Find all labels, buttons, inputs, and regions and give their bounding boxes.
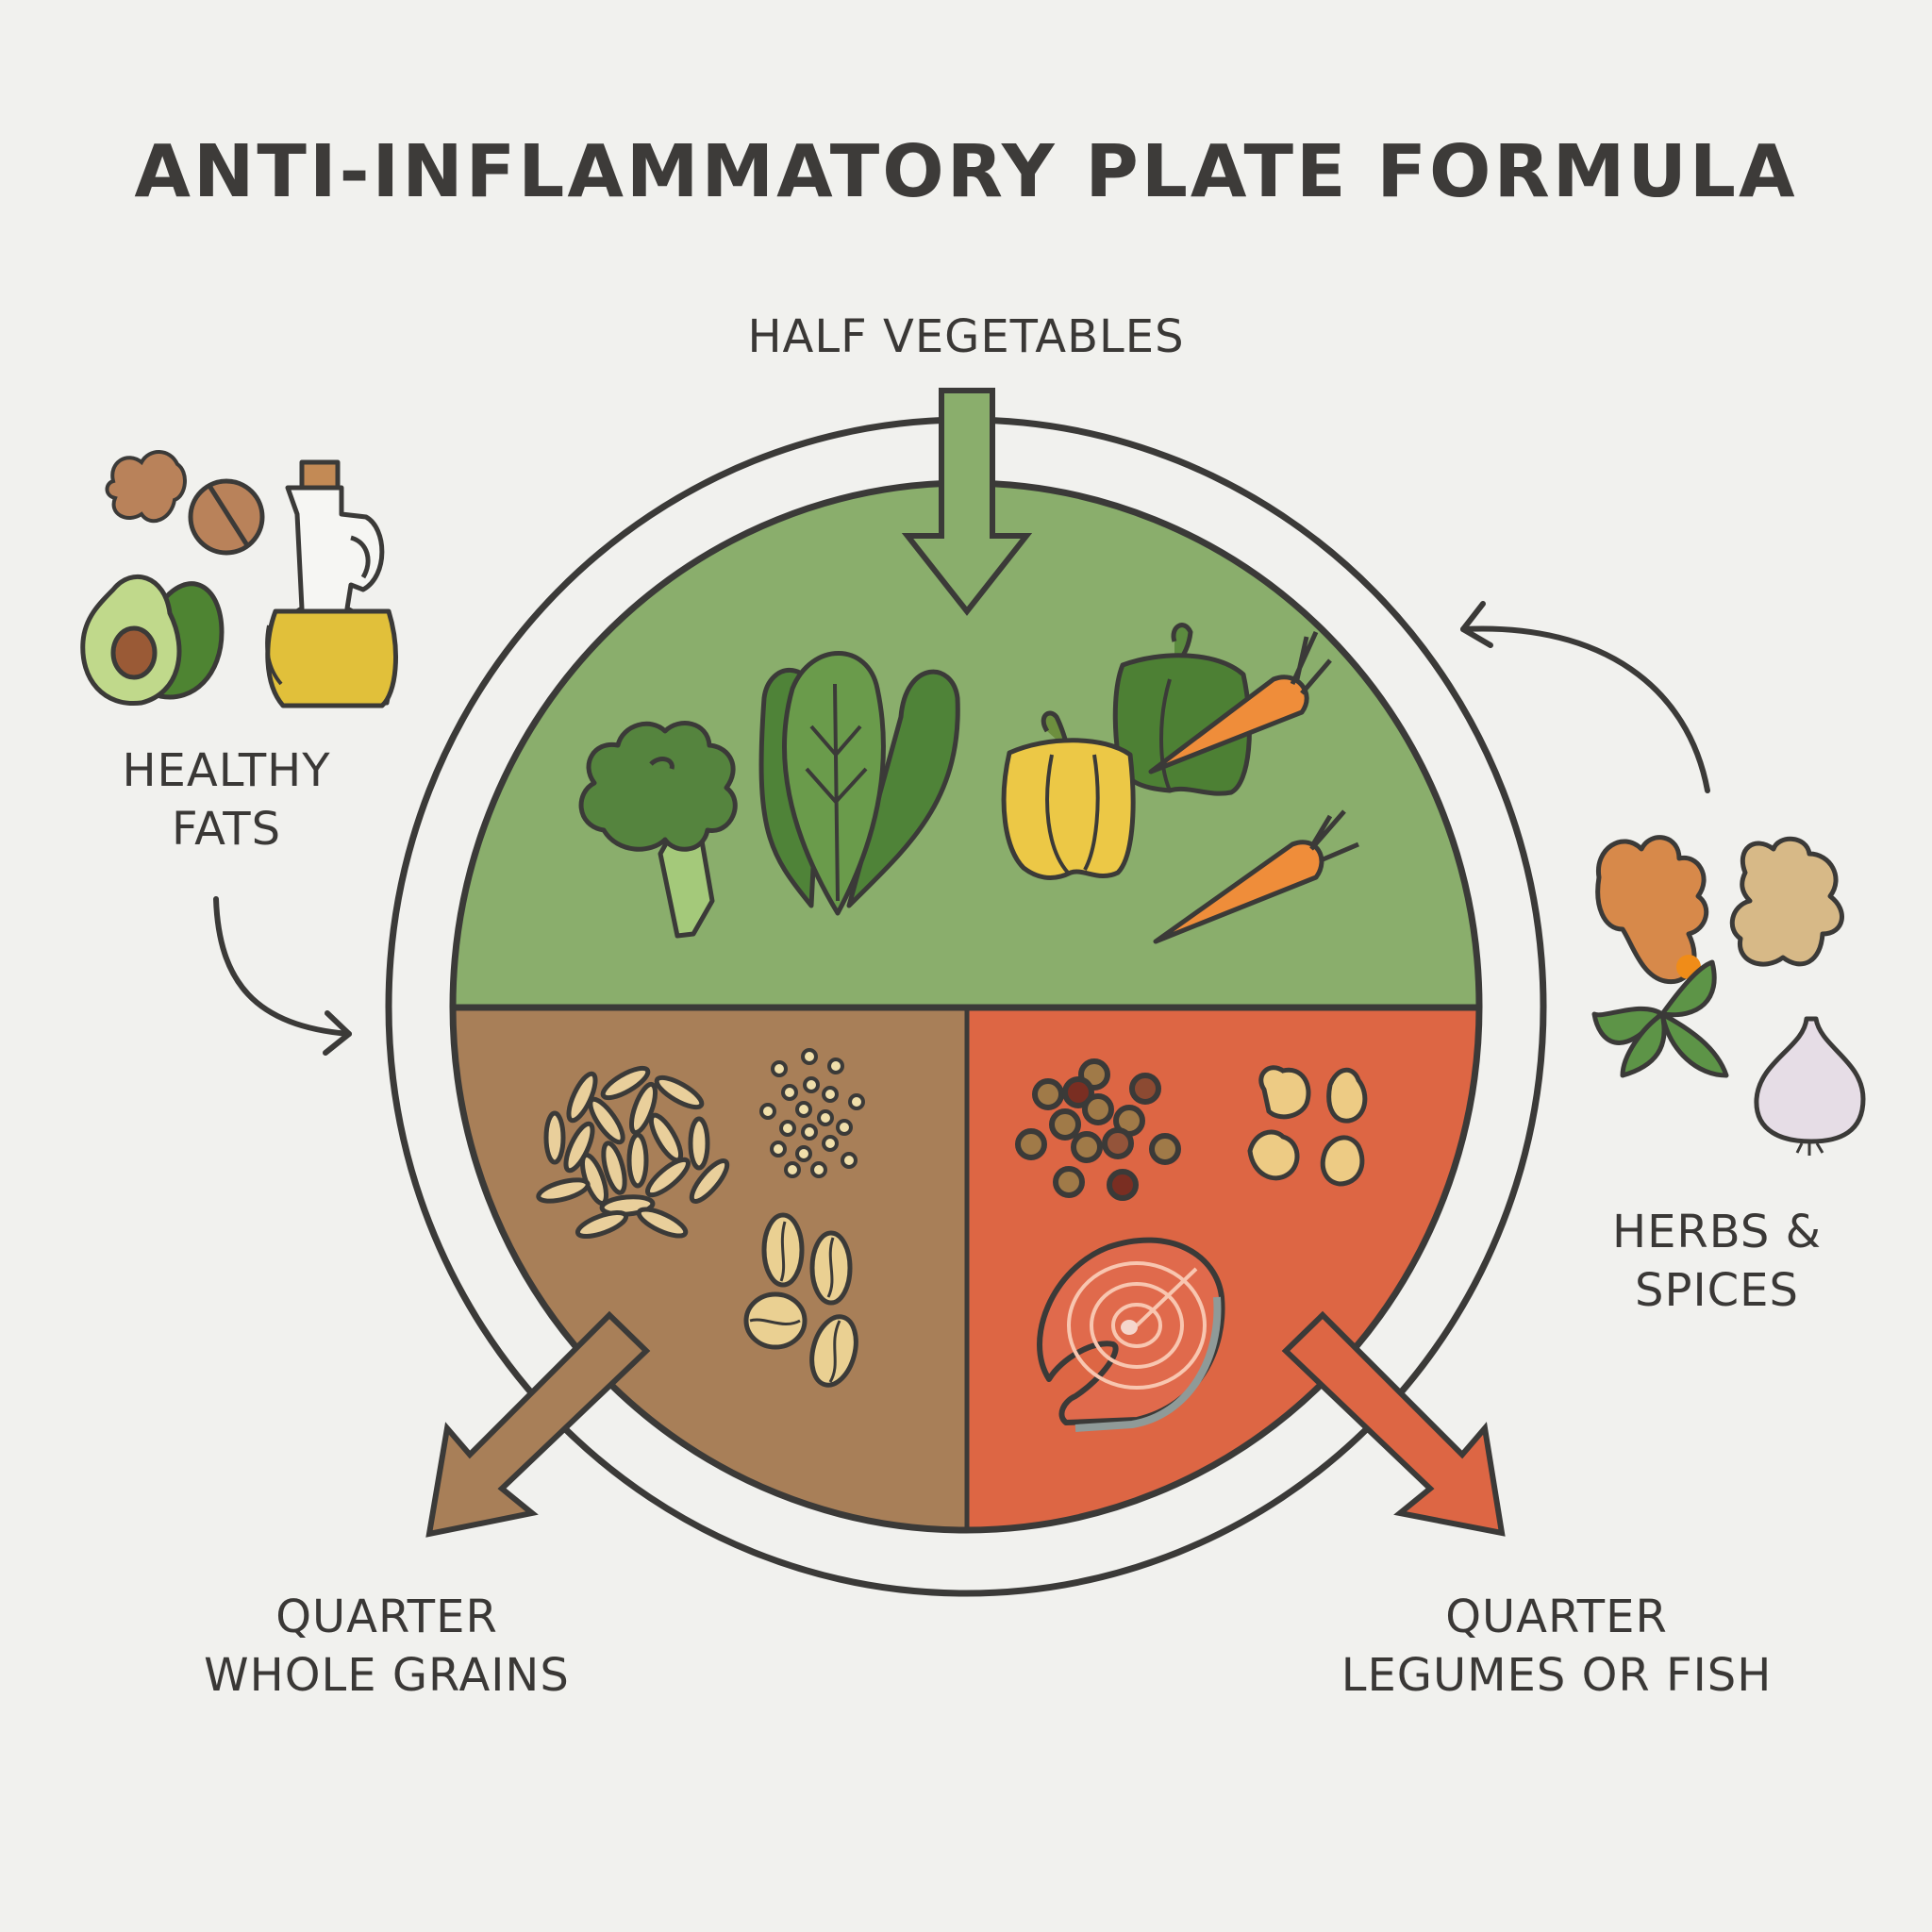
label-whole-grains-line2: WHOLE GRAINS: [204, 1649, 570, 1702]
label-legumes-fish-line1: QUARTER: [1445, 1591, 1668, 1643]
label-half-vegetables: HALF VEGETABLES: [747, 310, 1185, 363]
olive-oil-bottle-icon: [265, 459, 398, 708]
spinach-icon: [758, 651, 960, 916]
walnut-half-icon: [105, 450, 187, 524]
label-healthy-fats-line1: HEALTHY: [122, 744, 331, 797]
carrots-icon: [1148, 630, 1359, 944]
curved-arrow-fats-icon: [213, 896, 352, 1056]
quinoa-seeds-icon: [759, 1048, 865, 1178]
avocado-icon: [80, 574, 225, 707]
label-whole-grains-line1: QUARTER: [275, 1591, 498, 1643]
label-healthy-fats-line2: FATS: [171, 803, 282, 856]
arrow-legumes-fish-icon: [1281, 1310, 1506, 1537]
label-legumes-fish: QUARTER LEGUMES OR FISH: [1274, 1588, 1840, 1705]
lentils-icon: [1015, 1058, 1181, 1201]
label-healthy-fats: HEALTHY FATS: [57, 741, 396, 858]
broccoli-icon: [578, 721, 738, 939]
label-legumes-fish-line2: LEGUMES OR FISH: [1341, 1649, 1773, 1702]
label-herbs-spices-line1: HERBS &: [1611, 1206, 1822, 1258]
rice-grains-icon: [536, 1065, 730, 1240]
chickpeas-icon: [1247, 1065, 1368, 1187]
label-herbs-spices-line2: SPICES: [1635, 1264, 1799, 1317]
walnut-whole-icon: [188, 478, 265, 556]
curved-arrow-herbs-icon: [1460, 601, 1710, 793]
green-pepper-icon: [1112, 623, 1252, 796]
yellow-pepper-icon: [1001, 710, 1136, 880]
garlic-icon: [1754, 1016, 1866, 1156]
turmeric-icon: [1595, 835, 1709, 985]
page-title: ANTI-INFLAMMATORY PLATE FORMULA: [134, 130, 1798, 214]
label-whole-grains: QUARTER WHOLE GRAINS: [123, 1588, 651, 1705]
basil-icon: [1591, 959, 1729, 1078]
arrow-whole-grains-icon: [425, 1310, 651, 1538]
salmon-icon: [1037, 1237, 1225, 1432]
oats-icon: [743, 1212, 858, 1388]
arrow-down-vegetables-icon: [901, 388, 1033, 616]
label-herbs-spices: HERBS & SPICES: [1547, 1203, 1887, 1320]
ginger-icon: [1729, 836, 1844, 967]
